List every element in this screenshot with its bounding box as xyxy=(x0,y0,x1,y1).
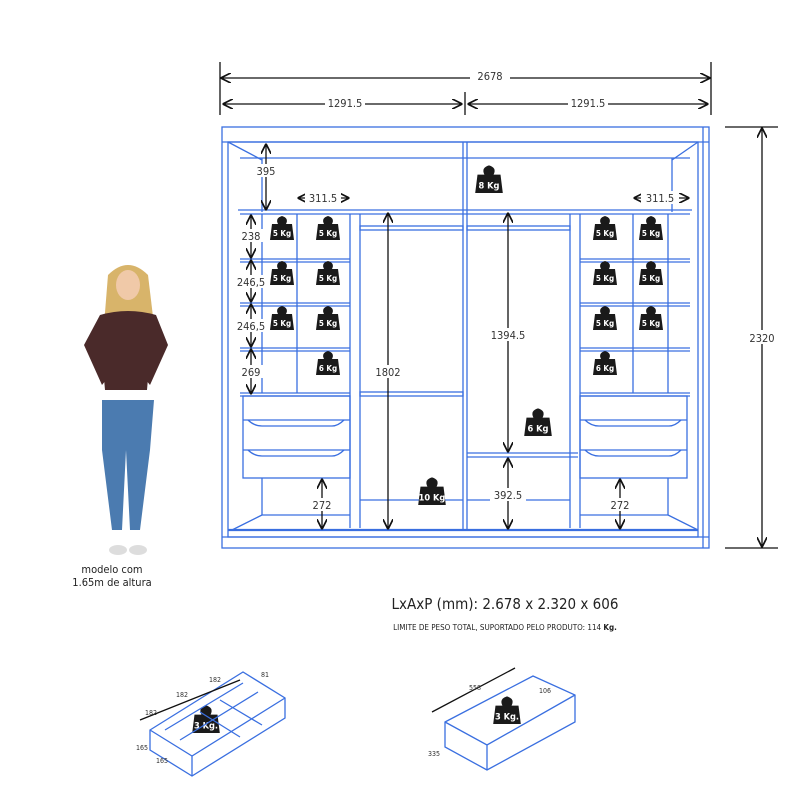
drawer-right-weight: 3 Kg. xyxy=(493,696,521,724)
weight-icon xyxy=(192,705,220,733)
weight-label: 5 Kg xyxy=(273,274,291,283)
weight-limit: LIMITE DE PESO TOTAL, SUPORTADO PELO PRO… xyxy=(393,623,617,632)
weight-marker: 6 Kg xyxy=(524,408,552,436)
weight-marker: 5 Kg xyxy=(270,306,294,330)
shelf-4-label: 269 xyxy=(242,366,261,379)
shelf-width-left-label: 311.5 xyxy=(309,192,337,205)
weight-label: 10 Kg xyxy=(419,492,446,503)
drawer-clearance-left-label: 272 xyxy=(313,499,332,512)
inner-dimensions: 395 311.5 311.5 238 246,5 246,5 269 1802… xyxy=(236,145,688,528)
shelf-width-right-label: 311.5 xyxy=(646,192,674,205)
weight-label: 8 Kg xyxy=(479,180,500,191)
weight-marker: 6 Kg xyxy=(593,351,617,375)
weight-marker: 5 Kg xyxy=(270,216,294,240)
weight-icon xyxy=(493,696,521,724)
weight-icon xyxy=(316,306,340,330)
wardrobe-body xyxy=(221,126,710,549)
weight-icon xyxy=(639,261,663,285)
svg-text:182: 182 xyxy=(145,709,157,717)
weight-icon xyxy=(639,216,663,240)
total-height-label: 2320 xyxy=(749,332,774,345)
svg-text:558: 558 xyxy=(469,684,481,692)
hanging-long-label: 1802 xyxy=(375,366,400,379)
total-width-label: 2678 xyxy=(477,70,502,83)
weight-marker: 5 Kg xyxy=(316,261,340,285)
weight-icon xyxy=(316,351,340,375)
weight-icon xyxy=(418,477,446,505)
shelf-2-label: 246,5 xyxy=(237,276,265,289)
weight-icon xyxy=(475,165,503,193)
drawer-clearance-right-label: 272 xyxy=(611,499,630,512)
model-figure xyxy=(84,265,168,555)
weight-label: 5 Kg xyxy=(273,229,291,238)
weight-marker: 10 Kg xyxy=(418,477,446,505)
hanging-lower-label: 392.5 xyxy=(494,489,522,502)
weight-label: 5 Kg xyxy=(596,274,614,283)
shelf-3-label: 246,5 xyxy=(237,320,265,333)
weight-label: 3 Kg. xyxy=(495,711,519,722)
weight-icon xyxy=(316,216,340,240)
weight-marker: 5 Kg xyxy=(639,216,663,240)
weight-label: 5 Kg xyxy=(642,229,660,238)
drawer-left-weight: 3 Kg. xyxy=(192,705,220,733)
weight-marker: 5 Kg xyxy=(270,261,294,285)
weight-label: 3 Kg. xyxy=(194,720,218,731)
weight-marker: 5 Kg xyxy=(639,261,663,285)
height-dimension: 2320 xyxy=(725,126,778,549)
weight-label: 5 Kg xyxy=(642,274,660,283)
hanging-upper-label: 1394.5 xyxy=(491,329,526,342)
shelf-1-label: 238 xyxy=(242,230,261,243)
top-dimensions: 2678 1291.5 1291.5 xyxy=(219,62,712,115)
half-left-label: 1291.5 xyxy=(328,97,363,110)
weight-marker: 8 Kg xyxy=(475,165,503,193)
svg-text:165: 165 xyxy=(156,757,168,765)
weight-icon xyxy=(593,261,617,285)
weight-icon xyxy=(316,261,340,285)
weight-icon xyxy=(270,216,294,240)
weight-label: 5 Kg xyxy=(642,319,660,328)
model-caption: modelo com 1.65m de altura xyxy=(72,563,152,589)
weight-label: 5 Kg xyxy=(319,319,337,328)
product-size: LxAxP (mm): 2.678 x 2.320 x 606 xyxy=(391,595,619,613)
top-space-label: 395 xyxy=(257,165,276,178)
weight-icon xyxy=(270,261,294,285)
drawer-right-sketch: 558 106 335 xyxy=(428,667,576,771)
weight-label: 5 Kg xyxy=(596,229,614,238)
weight-marker: 6 Kg xyxy=(316,351,340,375)
weight-marker: 5 Kg xyxy=(316,216,340,240)
half-right-label: 1291.5 xyxy=(571,97,606,110)
svg-text:165: 165 xyxy=(136,744,148,752)
weight-icon xyxy=(639,306,663,330)
svg-text:182: 182 xyxy=(209,676,221,684)
weight-label: 6 Kg xyxy=(528,423,549,434)
svg-text:182: 182 xyxy=(176,691,188,699)
weight-label: 5 Kg xyxy=(596,319,614,328)
weight-marker: 5 Kg xyxy=(316,306,340,330)
weight-icon xyxy=(593,306,617,330)
weight-icon xyxy=(524,408,552,436)
weight-icon xyxy=(270,306,294,330)
weight-markers: 5 Kg 5 Kg 5 Kg 5 Kg 5 Kg 5 Kg 6 Kg 5 Kg 5 Kg 5 Kg… xyxy=(192,165,663,733)
weight-marker: 5 Kg xyxy=(639,306,663,330)
weight-label: 5 Kg xyxy=(319,229,337,238)
weight-marker: 5 Kg xyxy=(593,216,617,240)
svg-text:106: 106 xyxy=(539,687,551,695)
svg-text:335: 335 xyxy=(428,750,440,758)
weight-icon xyxy=(593,351,617,375)
weight-icon xyxy=(593,216,617,240)
svg-text:81: 81 xyxy=(261,671,269,679)
weight-label: 5 Kg xyxy=(273,319,291,328)
weight-label: 5 Kg xyxy=(319,274,337,283)
weight-marker: 5 Kg xyxy=(593,261,617,285)
weight-label: 6 Kg xyxy=(596,364,614,373)
weight-marker: 5 Kg xyxy=(593,306,617,330)
drawer-left-sketch: 182 182 182 81 165 165 xyxy=(136,671,286,777)
weight-label: 6 Kg xyxy=(319,364,337,373)
